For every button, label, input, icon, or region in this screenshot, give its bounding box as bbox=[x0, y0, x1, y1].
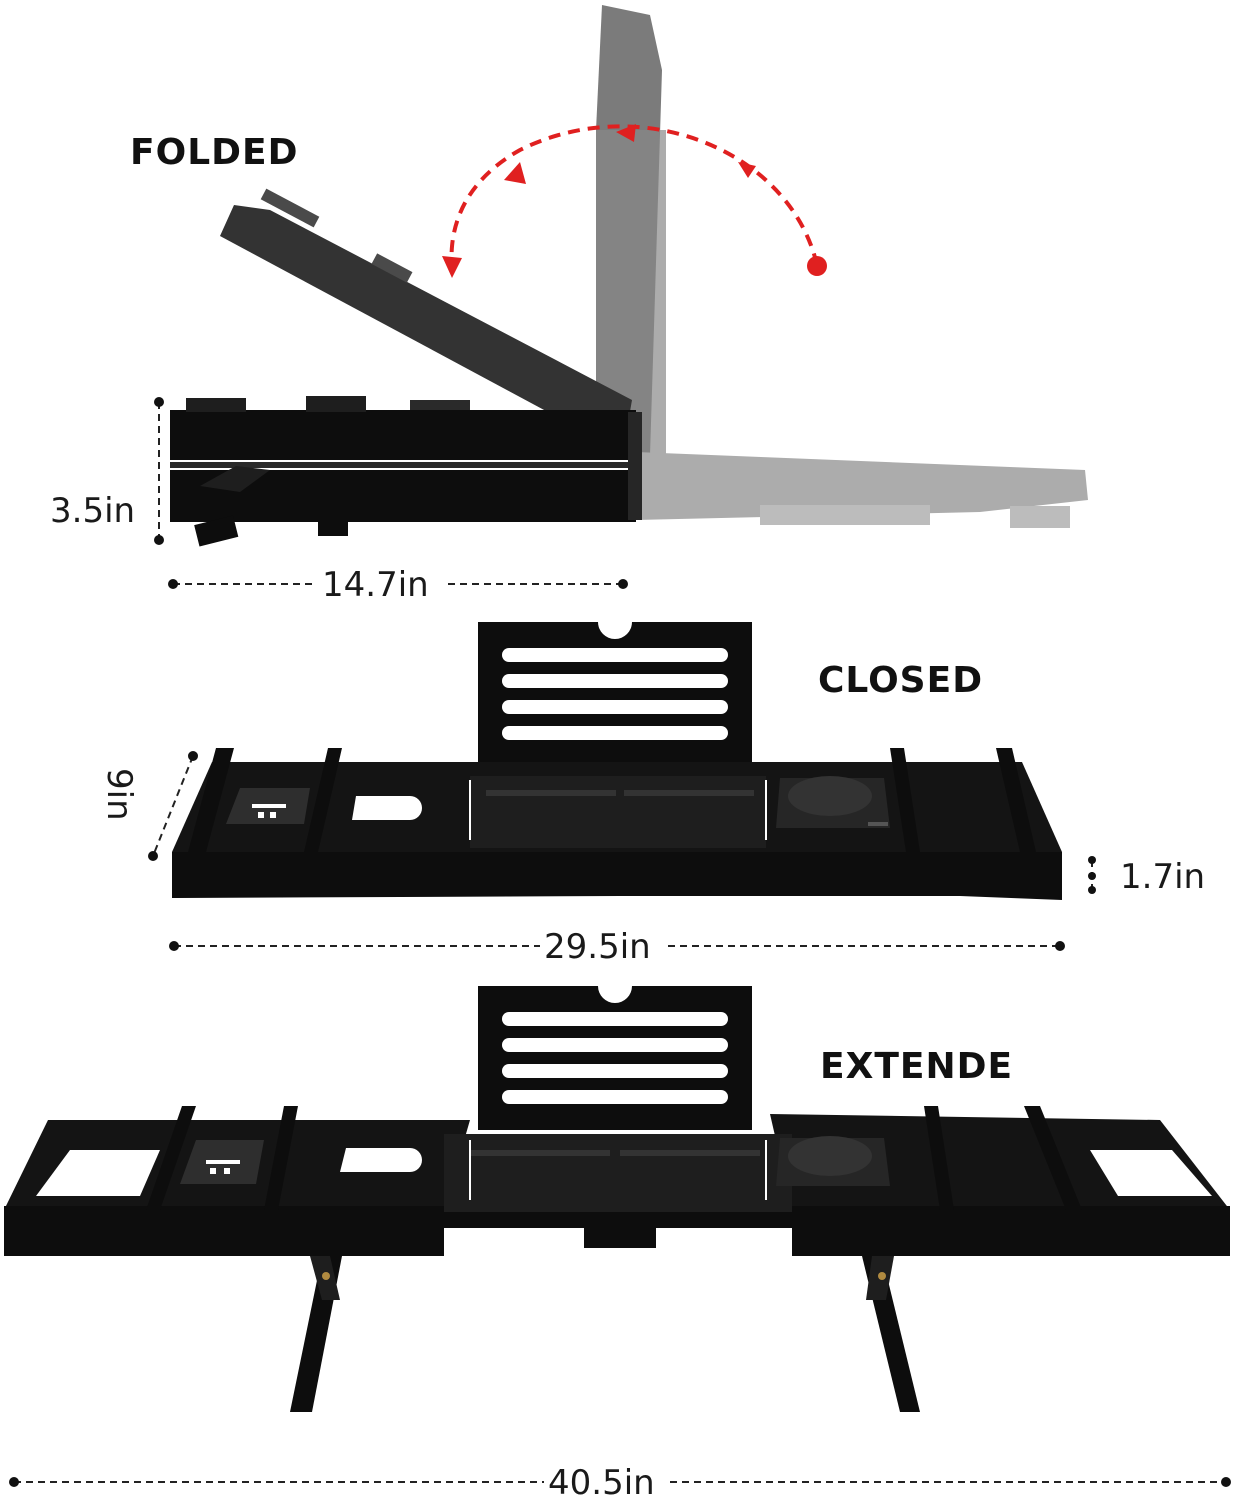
closed-label: CLOSED bbox=[818, 660, 983, 701]
closed-length-dimension: 29.5in bbox=[169, 927, 1065, 967]
folded-length-label: 14.7in bbox=[322, 565, 429, 605]
extended-length-dimension: 40.5in bbox=[9, 1463, 1231, 1500]
closed-depth-label: 9in bbox=[99, 768, 139, 821]
folded-length-dimension: 14.7in bbox=[168, 565, 628, 605]
closed-section: CLOSED bbox=[99, 622, 1205, 967]
closed-length-label: 29.5in bbox=[544, 927, 651, 967]
extended-label: EXTENDE bbox=[820, 1046, 1013, 1087]
extended-section: EXTENDE bbox=[4, 986, 1231, 1500]
folded-height-dimension: 3.5in bbox=[50, 397, 164, 545]
rotation-arrow-icon bbox=[442, 124, 827, 278]
closed-tray-body bbox=[172, 748, 1062, 900]
folded-tilted-lid bbox=[220, 205, 632, 440]
extended-length-label: 40.5in bbox=[548, 1463, 655, 1500]
folded-section: FOLDED bbox=[50, 5, 1088, 605]
folded-label: FOLDED bbox=[130, 132, 299, 173]
extended-book-stand bbox=[478, 986, 752, 1130]
closed-book-stand bbox=[478, 622, 752, 770]
closed-thickness-dimension: 1.7in bbox=[1088, 856, 1205, 897]
closed-thickness-label: 1.7in bbox=[1120, 857, 1205, 897]
folded-ghost-tray bbox=[596, 5, 1088, 528]
folded-tray-body bbox=[170, 396, 642, 547]
extended-tray-body bbox=[4, 1106, 1230, 1412]
folded-height-label: 3.5in bbox=[50, 491, 135, 531]
closed-depth-dimension: 9in bbox=[99, 751, 198, 861]
